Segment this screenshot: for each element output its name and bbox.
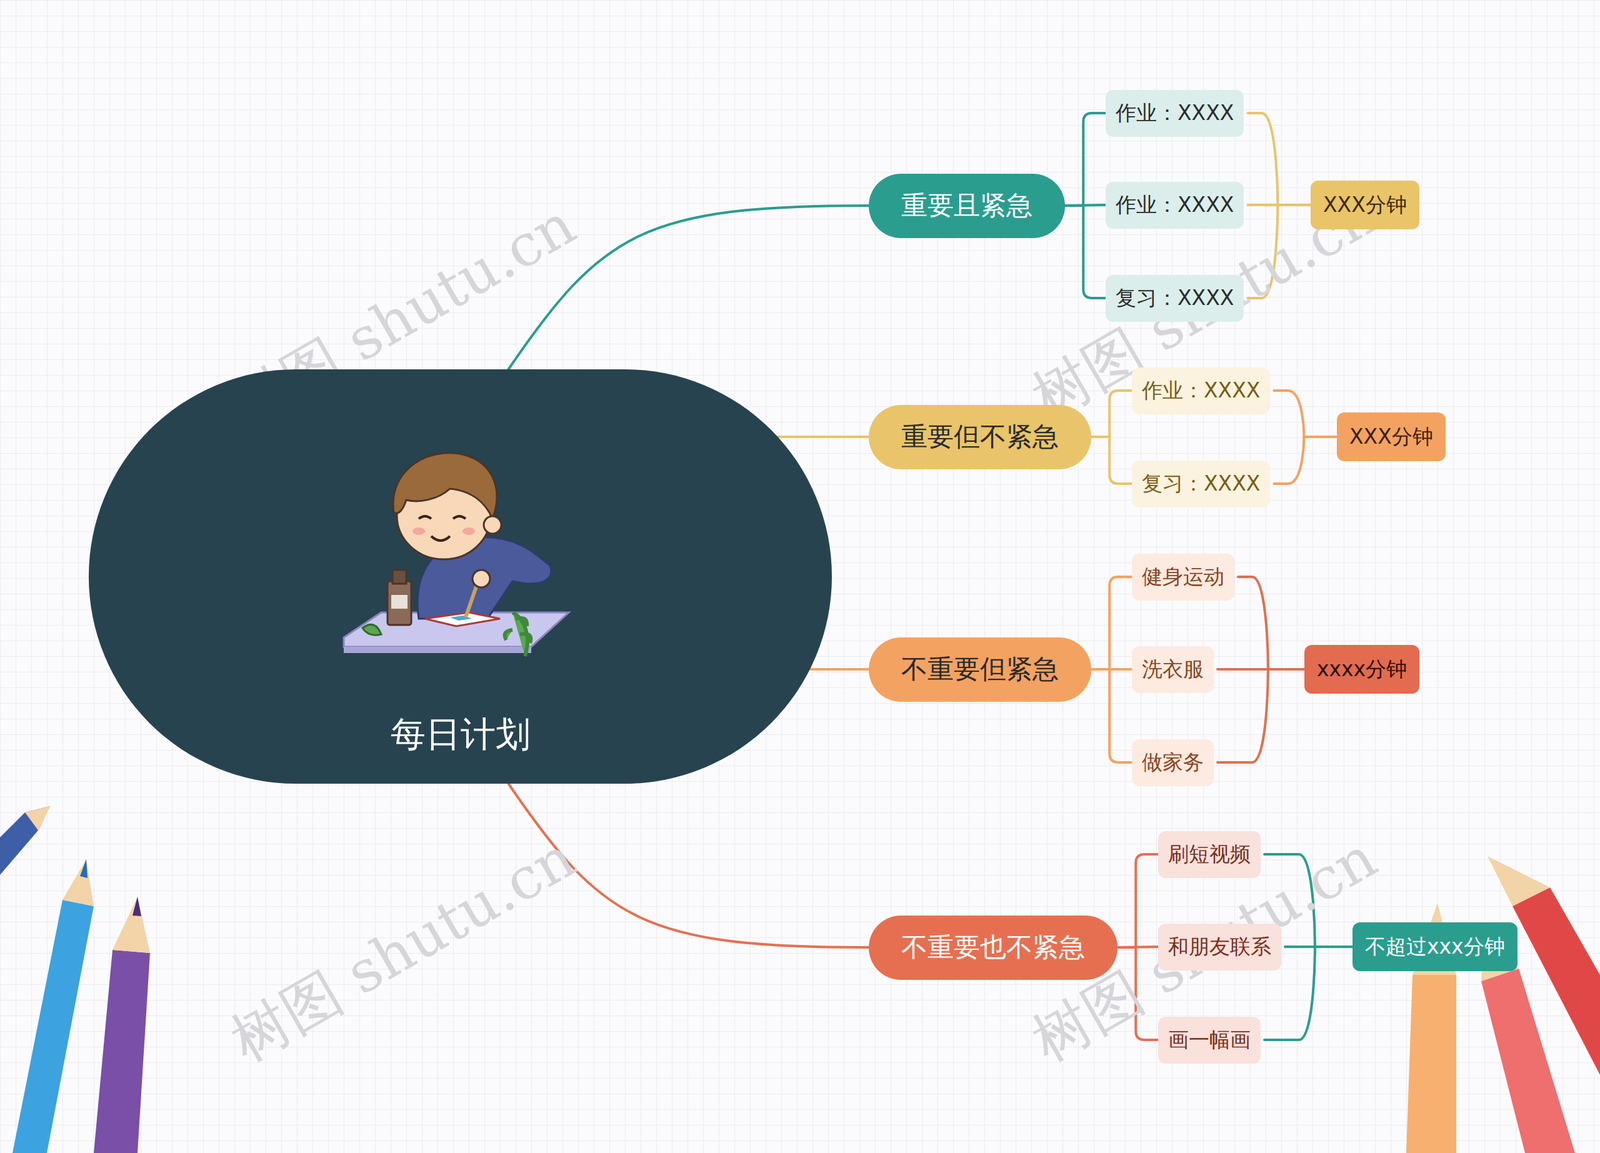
node-text: 作业：XXXX <box>1115 99 1234 128</box>
watermark: 树图 shutu.cn <box>217 820 590 1080</box>
branch-topic: 重要且紧急 <box>868 173 1065 239</box>
leaf-topic: 洗衣服 <box>1131 646 1214 694</box>
pencil <box>0 806 50 875</box>
node-text: XXX分钟 <box>1349 423 1434 452</box>
leaf-topic: 作业：XXXX <box>1131 367 1270 415</box>
node-text: 作业：XXXX <box>1141 376 1260 405</box>
connector <box>777 435 869 439</box>
node-text: 洗衣服 <box>1141 655 1204 684</box>
node-text: 和朋友联系 <box>1168 933 1272 962</box>
summary-box: XXX分钟 <box>1310 180 1420 230</box>
node-text: 作业：XXXX <box>1115 191 1234 220</box>
leaf-topic: 和朋友联系 <box>1158 923 1282 971</box>
connector <box>1091 436 1132 484</box>
branch-topic: 重要但不紧急 <box>868 405 1092 470</box>
node-text: 刷短视频 <box>1168 840 1251 869</box>
leaf-topic: 复习：XXXX <box>1131 460 1270 508</box>
node-text: xxxx分钟 <box>1316 655 1407 684</box>
node-text: 重要且紧急 <box>901 188 1033 224</box>
node-text: 不重要也不紧急 <box>901 930 1085 965</box>
leaf-topic: 画一幅画 <box>1158 1016 1261 1064</box>
connector <box>1091 669 1132 763</box>
leaf-topic: 作业：XXXX <box>1105 181 1244 229</box>
node-text: 每日计划 <box>390 711 531 759</box>
connector <box>1273 390 1337 437</box>
summary-box: XXX分钟 <box>1336 412 1446 462</box>
connector <box>1247 113 1311 205</box>
central-topic: 每日计划 <box>88 369 832 784</box>
connector <box>1217 669 1305 763</box>
node-text: 重要但不紧急 <box>901 419 1059 455</box>
node-text: 复习：XXXX <box>1141 470 1260 499</box>
connector <box>1065 205 1106 299</box>
node-text: 复习：XXXX <box>1115 284 1234 313</box>
node-text: 健身运动 <box>1141 563 1225 592</box>
node-text: 画一幅画 <box>1168 1026 1251 1055</box>
leaf-topic: 复习：XXXX <box>1105 275 1244 322</box>
connector <box>810 668 869 671</box>
connector <box>1273 436 1337 484</box>
node-text: 做家务 <box>1141 748 1204 777</box>
connector <box>1091 576 1132 670</box>
leaf-topic: 作业：XXXX <box>1105 90 1244 137</box>
branch-topic: 不重要但紧急 <box>868 637 1092 702</box>
node-text: XXX分钟 <box>1323 191 1407 220</box>
node-text: 不重要但紧急 <box>901 651 1059 687</box>
leaf-topic: 刷短视频 <box>1158 831 1261 879</box>
pencil <box>93 896 150 1153</box>
node-text: 不超过xxx分钟 <box>1365 933 1505 962</box>
pencil <box>12 859 94 1153</box>
connector <box>1117 854 1159 948</box>
leaf-topic: 做家务 <box>1131 739 1214 787</box>
summary-box: xxxx分钟 <box>1304 645 1420 694</box>
leaf-topic: 健身运动 <box>1131 553 1235 601</box>
connector <box>1238 576 1305 670</box>
branch-topic: 不重要也不紧急 <box>868 915 1118 980</box>
summary-box: 不超过xxx分钟 <box>1352 922 1518 972</box>
connector <box>1065 113 1106 206</box>
